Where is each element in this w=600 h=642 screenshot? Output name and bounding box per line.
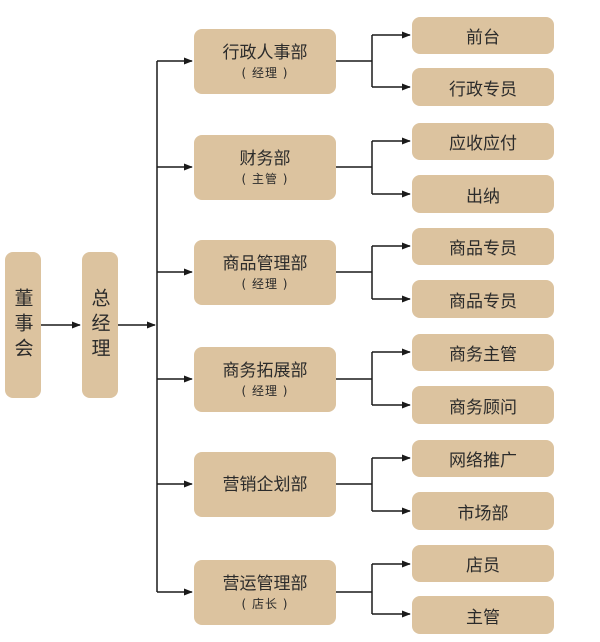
dept-name: 营运管理部 <box>222 573 308 594</box>
role-box: 行政专员 <box>412 68 554 106</box>
role-box: 市场部 <box>412 492 554 530</box>
dept-name: 商务拓展部 <box>222 360 308 381</box>
dept-name: 营销企划部 <box>222 474 308 495</box>
role-label: 行政专员 <box>449 79 517 100</box>
role-label: 应收应付 <box>449 134 517 154</box>
role-box: 网络推广 <box>412 440 554 477</box>
role-box: 应收应付 <box>412 123 554 160</box>
ceo-label: 总经理 <box>88 287 111 363</box>
role-label: 前台 <box>466 28 500 48</box>
role-label: 市场部 <box>457 503 509 524</box>
role-label: 商品专员 <box>449 291 517 312</box>
dept-marketing: 营销企划部 <box>194 452 336 517</box>
role-label: 商品专员 <box>449 239 517 259</box>
dept-name: 行政人事部 <box>222 42 308 63</box>
role-label: 店员 <box>466 556 500 576</box>
board-label: 董事会 <box>11 287 34 363</box>
role-box: 商务主管 <box>412 334 554 371</box>
role-box: 前台 <box>412 17 554 54</box>
role-box: 主管 <box>412 596 554 634</box>
dept-title: ( 经理 ) <box>241 276 289 291</box>
board-box: 董事会 <box>5 252 41 398</box>
dept-operations: 营运管理部 ( 店长 ) <box>194 560 336 625</box>
role-box: 店员 <box>412 545 554 582</box>
dept-name: 财务部 <box>239 148 291 169</box>
dept-title: ( 主管 ) <box>241 171 289 186</box>
dept-title: ( 经理 ) <box>241 65 289 80</box>
dept-admin-hr: 行政人事部 ( 经理 ) <box>194 29 336 94</box>
role-box: 商品专员 <box>412 228 554 265</box>
dept-merchandise: 商品管理部 ( 经理 ) <box>194 240 336 305</box>
role-box: 出纳 <box>412 175 554 213</box>
role-label: 主管 <box>466 607 500 628</box>
role-label: 网络推广 <box>449 451 517 471</box>
role-label: 商务顾问 <box>449 397 517 418</box>
dept-name: 商品管理部 <box>222 253 308 274</box>
role-box: 商务顾问 <box>412 386 554 424</box>
dept-finance: 财务部 ( 主管 ) <box>194 135 336 200</box>
dept-title: ( 经理 ) <box>241 383 289 398</box>
role-label: 商务主管 <box>449 345 517 365</box>
role-label: 出纳 <box>466 186 500 207</box>
dept-business-dev: 商务拓展部 ( 经理 ) <box>194 347 336 412</box>
ceo-box: 总经理 <box>82 252 118 398</box>
dept-title: ( 店长 ) <box>241 596 289 611</box>
role-box: 商品专员 <box>412 280 554 318</box>
